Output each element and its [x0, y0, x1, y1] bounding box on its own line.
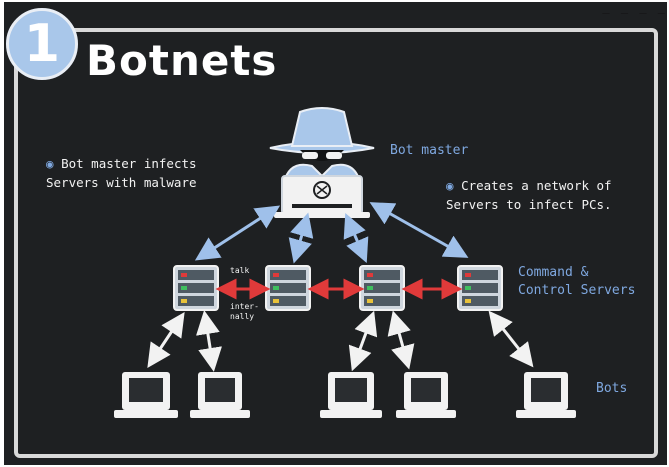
server-icon [265, 265, 311, 311]
master-to-server-1-arrow [194, 205, 281, 261]
server-icon [457, 265, 503, 311]
computer-icon [516, 372, 576, 418]
bot-master-label: Bot master [390, 143, 469, 158]
note-left-line1: Bot master infects [61, 156, 197, 171]
chalk-frame [14, 28, 658, 458]
server-to-bot-5-arrow [488, 310, 534, 368]
server-to-bot-4-arrow [387, 310, 415, 370]
master-to-server-3-arrow [343, 212, 369, 264]
note-right-line1: Creates a network of [461, 178, 612, 193]
computer-icon [114, 372, 178, 418]
server-icon [359, 265, 405, 311]
bullet-icon: ◉ [446, 178, 462, 193]
server-icon [173, 265, 219, 311]
server-to-bot-1-arrow [147, 312, 185, 368]
note-right-line2: Servers to infect PCs. [446, 197, 612, 212]
server-to-bot-2-arrow [196, 310, 222, 372]
talk-line2: inter- [230, 302, 259, 311]
master-to-server-2-arrow [288, 212, 314, 264]
computer-icon [396, 372, 456, 418]
slide-number: 1 [23, 14, 61, 74]
bots-label: Bots [596, 381, 628, 396]
note-right: ◉ Creates a network of Servers to infect… [446, 176, 612, 214]
cc-label-line1: Command & [518, 265, 589, 280]
master-to-server-4-arrow [369, 202, 469, 258]
slide-title: Botnets [86, 36, 278, 85]
slide-number-badge: 1 [6, 8, 78, 80]
bullet-icon: ◉ [46, 156, 62, 171]
cc-servers-label: Command & Control Servers [518, 264, 635, 300]
talk-line1: talk [230, 266, 250, 275]
cc-label-line2: Control Servers [518, 283, 636, 298]
note-left-line2: Servers with malware [46, 175, 197, 190]
computer-icon [190, 372, 250, 418]
hacker-icon [269, 107, 375, 218]
note-left: ◉ Bot master infects Servers with malwar… [46, 154, 197, 192]
server-to-bot-3-arrow [348, 310, 378, 372]
computer-icon [320, 372, 382, 418]
talk-internally-label: talk [230, 266, 249, 276]
talk-internally-label-2: inter- nally [230, 302, 259, 322]
corner-marks: _ _ _ _ [602, 0, 667, 14]
talk-line3: nally [230, 312, 255, 321]
